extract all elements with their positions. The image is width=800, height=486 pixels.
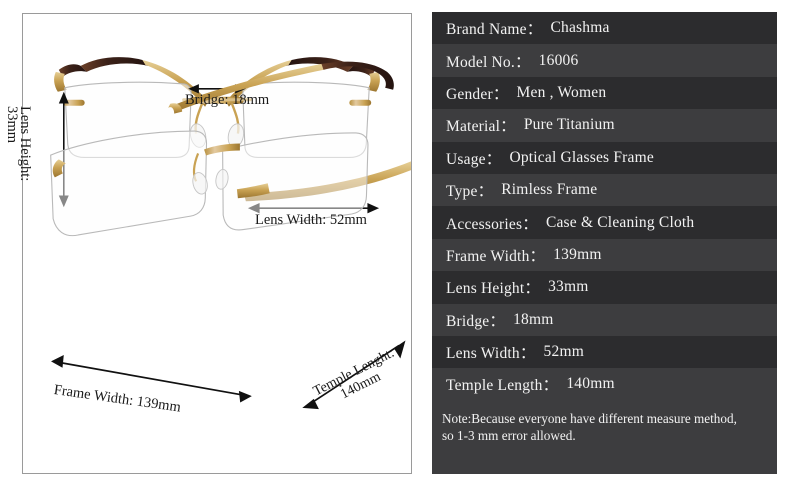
spec-label: Accessories： xyxy=(446,215,538,233)
spec-label: Gender： xyxy=(446,85,509,103)
angled-view-glasses xyxy=(50,61,411,237)
spec-row: Brand Name： Chashma xyxy=(432,12,777,45)
spec-row: Bridge： 18mm xyxy=(432,303,777,336)
spec-label: Lens Height： xyxy=(446,280,541,298)
spec-label: Lens Width： xyxy=(446,345,536,363)
spec-row: Lens Width： 52mm xyxy=(432,335,777,369)
spec-value: Optical Glasses Frame xyxy=(509,148,654,166)
spec-label: Frame Width： xyxy=(446,247,546,265)
spec-label: Usage： xyxy=(446,150,502,168)
spec-value: 18mm xyxy=(513,310,554,328)
annotation-bridge: Bridge: 18mm xyxy=(185,92,270,108)
spec-value: Case & Cleaning Cloth xyxy=(545,213,695,231)
spec-value: Chashma xyxy=(550,19,610,37)
measurement-note-line2: so 1-3 mm error allowed. xyxy=(442,428,576,444)
spec-value: 52mm xyxy=(543,343,584,361)
spec-value: 33mm xyxy=(548,278,589,296)
spec-row: Type： Rimless Frame xyxy=(432,173,777,207)
spec-row: Frame Width： 139mm xyxy=(432,238,777,272)
spec-value: Rimless Frame xyxy=(501,181,598,199)
spec-row: Accessories： Case & Cleaning Cloth xyxy=(432,206,777,239)
spec-value: Pure Titanium xyxy=(523,116,615,134)
spec-label: Type： xyxy=(446,183,494,201)
annotation-lens-width: Lens Width: 52mm xyxy=(255,212,367,228)
angled-view-dimension-arrows xyxy=(51,340,406,410)
spec-row: Gender： Men , Women xyxy=(432,76,777,110)
front-view-diagram xyxy=(50,57,411,410)
annotation-lens-height: Lens Height: 33mm xyxy=(4,106,33,216)
product-image-panel: Bridge: 18mm Lens Width: 52mm Lens Heigh… xyxy=(4,13,412,474)
spec-value: 140mm xyxy=(566,375,615,393)
spec-value: 139mm xyxy=(553,245,602,263)
spec-value: 16006 xyxy=(538,51,579,69)
spec-row: Temple Length： 140mm xyxy=(432,368,777,401)
spec-label: Temple Length： xyxy=(446,377,559,395)
spec-label: Model No.： xyxy=(446,53,531,71)
spec-label: Bridge： xyxy=(446,312,506,330)
spec-row: Model No.： 16006 xyxy=(432,44,777,77)
spec-row: Material： Pure Titanium xyxy=(432,109,777,142)
measurement-note-line1: Note:Because everyone have different mea… xyxy=(442,410,737,426)
measurement-note: Note:Because everyone have different mea… xyxy=(432,400,777,474)
spec-label: Brand Name： xyxy=(446,21,543,39)
spec-row: Usage： Optical Glasses Frame xyxy=(432,141,777,174)
spec-label: Material： xyxy=(446,118,516,136)
spec-value: Men , Women xyxy=(516,83,607,101)
spec-row: Lens Height： 33mm xyxy=(432,271,777,304)
